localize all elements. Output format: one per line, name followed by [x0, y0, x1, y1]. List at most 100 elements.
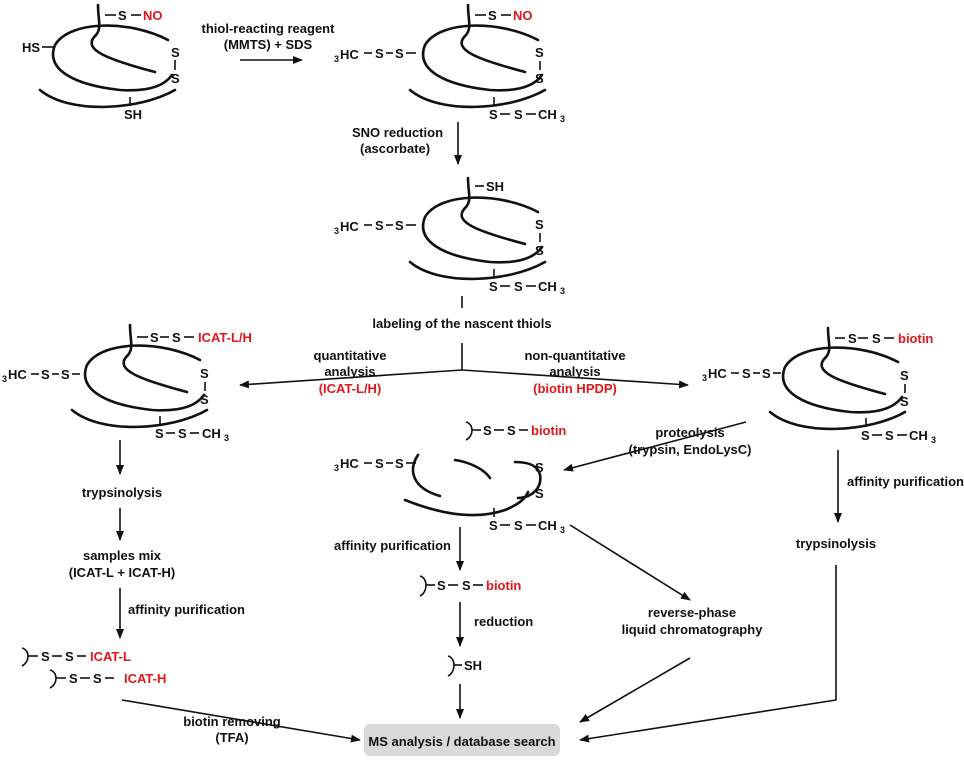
sulfur-atom: S [848, 331, 857, 346]
sulfur-atom: S [375, 456, 384, 471]
step-biotin-removing-line2: (TFA) [215, 730, 248, 745]
disulfide-s1: S [535, 217, 544, 232]
arrow-right-to-ms [579, 565, 837, 743]
subscript-3: 3 [560, 525, 565, 535]
sulfur-atom: S [885, 428, 894, 443]
sulfur-atom: S [395, 46, 404, 61]
methyl-ch: CH [538, 107, 557, 122]
methyl-hc: HC [340, 456, 359, 471]
sulfur-atom: S [172, 330, 181, 345]
methyl-hc: HC [340, 219, 359, 234]
methyl-ch: CH [909, 428, 928, 443]
step-blocking-line1: thiol-reacting reagent [202, 21, 336, 36]
sulfur-atom: S [507, 423, 516, 438]
nonquant-reagent: (biotin HPDP) [533, 381, 617, 396]
subscript-3: 3 [931, 435, 936, 445]
step-trypsinolysis-left: trypsinolysis [82, 485, 162, 500]
sulfur-atom: S [488, 8, 497, 23]
sulfur-atom: S [118, 8, 127, 23]
sulfur-atom: S [375, 218, 384, 233]
methyl-ch: CH [538, 518, 557, 533]
nonquant-line2: analysis [549, 364, 600, 379]
sulfur-atom: S [437, 578, 446, 593]
sulfur-atom: S [489, 518, 498, 533]
arrow-to-rplc [569, 524, 691, 601]
step-blocking-line2: (MMTS) + SDS [224, 37, 313, 52]
peptides-digested: S S biotin 3 HC S S S S S S CH 3 [334, 421, 566, 535]
sulfur-atom: S [872, 331, 881, 346]
sulfur-atom: S [483, 423, 492, 438]
arrow-quantitative [239, 369, 463, 389]
sulfur-atom: S [93, 671, 102, 686]
sulfur-atom: S [395, 218, 404, 233]
free-thiol: SH [464, 658, 482, 673]
disulfide-s2: S [535, 71, 544, 86]
subscript-3: 3 [702, 373, 707, 383]
disulfide-s2: S [535, 243, 544, 258]
methyl-ch: CH [538, 279, 557, 294]
arrow-rplc-to-ms [579, 657, 691, 723]
free-thiol-bottom: SH [124, 107, 142, 122]
step-proteolysis-line2: (trypsin, EndoLysC) [628, 442, 751, 457]
subscript-3: 3 [334, 54, 339, 64]
step-rplc-line2: liquid chromatography [622, 622, 764, 637]
disulfide-s2: S [171, 71, 180, 86]
sulfur-atom: S [462, 578, 471, 593]
sulfur-atom: S [61, 367, 70, 382]
sulfur-atom: S [489, 279, 498, 294]
icat-tag: ICAT-L/H [198, 330, 252, 345]
step-samples-mix-line2: (ICAT-L + ICAT-H) [69, 565, 176, 580]
methyl-hc: HC [8, 367, 27, 382]
disulfide-s1: S [900, 368, 909, 383]
protein-icat-labeled: S S ICAT-L/H 3 HC S S S S S S CH 3 [2, 323, 252, 443]
disulfide-s1: S [200, 366, 209, 381]
step-biotin-removing-line1: biotin removing [183, 714, 281, 729]
icat-peptides: S S ICAT-L S S ICAT-H [21, 647, 166, 689]
sulfur-atom: S [150, 330, 159, 345]
disulfide-s1: S [171, 45, 180, 60]
step-affinity-center: affinity purification [334, 538, 451, 553]
methyl-hc: HC [708, 366, 727, 381]
protein-blocked: S NO 3 HC S S S S S S CH 3 [334, 3, 565, 124]
nitrosyl-group: NO [143, 8, 163, 23]
step-sno-reduction-line1: SNO reduction [352, 125, 443, 140]
sulfur-atom: S [41, 367, 50, 382]
step-affinity-right: affinity purification [847, 474, 964, 489]
icat-heavy-tag: ICAT-H [124, 671, 166, 686]
disulfide-s2: S [200, 392, 209, 407]
ms-analysis-label: MS analysis / database search [368, 734, 555, 749]
thiol-peptide: SH [447, 655, 482, 677]
disulfide-s2: S [900, 394, 909, 409]
biotin-tag: biotin [531, 423, 566, 438]
arrow-non-quantitative [461, 369, 689, 389]
step-reduction: reduction [474, 614, 533, 629]
sulfur-atom: S [514, 518, 523, 533]
step-trypsinolysis-right: trypsinolysis [796, 536, 876, 551]
icat-light-tag: ICAT-L [90, 649, 131, 664]
sulfur-atom: S [65, 649, 74, 664]
step-proteolysis-line1: proteolysis [655, 425, 724, 440]
methyl-ch: CH [202, 426, 221, 441]
methyl-hc: HC [340, 47, 359, 62]
sulfur-atom: S [178, 426, 187, 441]
protein-nascent-thiol: SH 3 HC S S S S S S CH 3 [334, 176, 565, 296]
step-samples-mix-line1: samples mix [83, 548, 162, 563]
sulfur-atom: S [861, 428, 870, 443]
sulfur-atom: S [762, 366, 771, 381]
nitrosyl-group: NO [513, 8, 533, 23]
sulfur-atom: S [375, 46, 384, 61]
sulfur-atom: S [155, 426, 164, 441]
subscript-3: 3 [334, 463, 339, 473]
subscript-3: 3 [224, 433, 229, 443]
biotin-tag: biotin [898, 331, 933, 346]
protein-native: S NO HS S S SH [22, 3, 180, 122]
subscript-3: 3 [560, 114, 565, 124]
free-thiol: HS [22, 40, 40, 55]
disulfide-s1: S [535, 45, 544, 60]
ms-analysis-box [364, 724, 560, 756]
sulfur-atom: S [514, 107, 523, 122]
sulfur-atom: S [489, 107, 498, 122]
biotin-peptide: S S biotin [419, 575, 521, 597]
subscript-3: 3 [2, 374, 7, 384]
